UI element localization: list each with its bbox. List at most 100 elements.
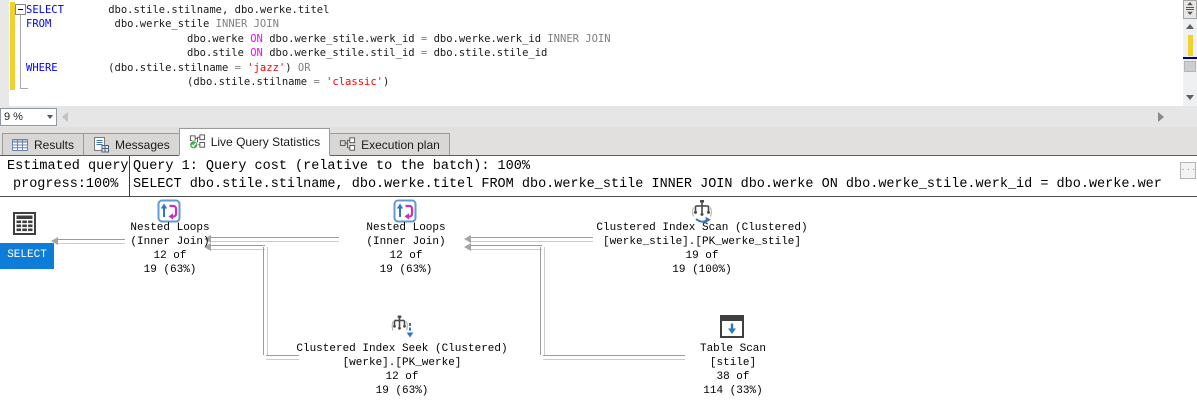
estimated-progress-line2: progress:100% xyxy=(13,177,119,192)
code-token: ) xyxy=(383,76,390,88)
plan-node-line: Nested Loops xyxy=(130,222,210,234)
plan-node-line: 19 (63%) xyxy=(379,264,433,276)
query-cost-block: Query 1: Query cost (relative to the bat… xyxy=(133,156,1177,196)
header-divider xyxy=(129,156,130,196)
nested-loops-icon[interactable] xyxy=(393,199,417,228)
code-token: INNER JOIN xyxy=(215,18,279,30)
plan-node-line: 19 of xyxy=(685,250,719,262)
plan-node-line: 12 of xyxy=(389,250,423,262)
code-token: dbo.stile.stilname, dbo.werke.titel xyxy=(63,4,330,16)
code-area[interactable]: SELECT dbo.stile.stilname, dbo.werke.tit… xyxy=(0,0,1181,106)
code-token: INNER JOIN xyxy=(547,33,611,45)
select-node-label[interactable]: SELECT xyxy=(0,243,54,269)
code-token: = xyxy=(313,76,320,88)
plan-arrowhead[interactable] xyxy=(51,237,58,245)
index-scan-icon[interactable] xyxy=(689,199,715,230)
tab-live-query-statistics[interactable]: Live Query Statistics xyxy=(178,128,331,156)
plan-arrowhead[interactable] xyxy=(464,235,471,243)
chevron-down-icon xyxy=(47,115,53,119)
result-grid-icon[interactable] xyxy=(13,212,37,241)
code-token: = xyxy=(420,33,428,45)
index-seek-icon[interactable] xyxy=(389,315,415,346)
plan-node-line: Clustered Index Seek (Clustered) xyxy=(296,343,508,355)
scrollbar-thumb[interactable] xyxy=(1184,61,1196,72)
plan-node-line: Nested Loops xyxy=(366,222,446,234)
plan-node-label[interactable]: Nested Loops (Inner Join) 12 of 19 (63%) xyxy=(281,221,531,277)
tab-label: Results xyxy=(34,137,75,152)
scrollbar-caret-marker xyxy=(1183,57,1197,59)
plan-arrowhead[interactable] xyxy=(464,243,471,251)
plan-node-line: 19 (63%) xyxy=(375,385,429,397)
scroll-left-arrow[interactable] xyxy=(62,112,68,122)
code-token: dbo.werke.werk_id xyxy=(427,33,548,45)
plan-connector[interactable] xyxy=(543,355,685,360)
results-icon xyxy=(12,137,29,153)
estimated-progress-line1: Estimated query xyxy=(7,159,129,174)
live-stats-icon xyxy=(188,134,206,150)
code-token: = xyxy=(234,62,241,74)
plan-node-line: 19 (63%) xyxy=(143,264,197,276)
execution-plan-canvas[interactable]: SELECT Nested Loops (Inner Join) 12 of 19 (… xyxy=(0,197,1197,418)
plan-node-line: (Inner Join) xyxy=(366,236,446,248)
code-line: (dbo.stile.stilname = 'classic') xyxy=(187,75,389,89)
tab-messages[interactable]: Messages xyxy=(83,133,180,155)
plan-node-line: 114 (33%) xyxy=(703,385,763,397)
code-token: FROM xyxy=(26,18,52,30)
code-token: dbo.stile.stile_id xyxy=(427,47,548,59)
scroll-up-arrow[interactable] xyxy=(1186,24,1194,29)
editor-horizontal-scrollbar[interactable]: 9 % xyxy=(0,106,1197,127)
plan-connector[interactable] xyxy=(540,247,545,355)
code-line: dbo.werke ON dbo.werke_stile.werk_id = d… xyxy=(187,32,611,46)
code-line: SELECT dbo.stile.stilname, dbo.werke.tit… xyxy=(26,3,329,17)
plan-node-label[interactable]: Clustered Index Seek (Clustered) [werke].… xyxy=(277,342,527,398)
plan-connector[interactable] xyxy=(58,239,125,244)
code-token: dbo.stile xyxy=(187,47,251,59)
execution-plan-icon xyxy=(339,136,356,153)
zoom-level-value: 9 % xyxy=(4,111,23,123)
nested-loops-icon[interactable] xyxy=(157,199,181,228)
plan-node-line: [werke].[PK_werke] xyxy=(342,357,462,369)
plan-connector[interactable] xyxy=(471,245,542,250)
editor-vertical-scrollbar[interactable] xyxy=(1183,0,1197,106)
expand-header-button[interactable]: ... xyxy=(1180,162,1196,179)
plan-node-label[interactable]: Clustered Index Scan (Clustered)[werke_s… xyxy=(577,221,827,277)
collapse-region-icon[interactable] xyxy=(15,4,26,15)
minus-glyph xyxy=(18,9,23,10)
plan-node-line: 19 (100%) xyxy=(672,264,732,276)
code-line: WHERE (dbo.stile.stilname = 'jazz') OR xyxy=(26,61,311,75)
sql-editor[interactable]: SELECT dbo.stile.stilname, dbo.werke.tit… xyxy=(0,0,1197,106)
plan-connector[interactable] xyxy=(211,245,265,250)
plan-connector[interactable] xyxy=(266,355,299,360)
plan-arrowhead[interactable] xyxy=(204,243,211,251)
plan-arrowhead[interactable] xyxy=(204,235,211,243)
code-token: (dbo.stile.stilname xyxy=(187,76,314,88)
plan-node-line: Table Scan xyxy=(699,343,766,355)
plan-connector[interactable] xyxy=(263,247,268,355)
tab-execution-plan[interactable]: Execution plan xyxy=(329,133,450,155)
scroll-down-arrow[interactable] xyxy=(1186,95,1194,100)
code-token: dbo.werke xyxy=(187,33,251,45)
scrollbar-change-marker xyxy=(1188,35,1193,56)
plan-node-line: [werke_stile].[PK_werke_stile] xyxy=(602,236,802,248)
code-token: dbo.werke_stile xyxy=(51,18,216,30)
table-scan-icon[interactable] xyxy=(720,315,744,343)
modified-lines-bar xyxy=(10,2,15,90)
tab-label: Execution plan xyxy=(361,137,440,152)
code-token: ON xyxy=(250,47,263,59)
scroll-right-arrow[interactable] xyxy=(1158,112,1164,122)
splitter-handle-icon[interactable] xyxy=(1183,0,1197,19)
plan-connector[interactable] xyxy=(471,237,593,242)
code-token: OR xyxy=(297,62,311,74)
tab-results[interactable]: Results xyxy=(2,133,85,155)
code-token: SELECT xyxy=(26,4,64,16)
tab-label: Messages xyxy=(115,137,170,152)
results-tab-strip: Results Messages Live Query Statistics Exec… xyxy=(0,127,1197,156)
plan-node-line: 12 of xyxy=(153,250,187,262)
editor-gutter xyxy=(0,0,9,106)
plan-connector[interactable] xyxy=(211,237,339,242)
code-token: 'classic' xyxy=(326,76,383,88)
editor-zoom-dropdown[interactable]: 9 % xyxy=(0,108,57,126)
plan-node-line: 12 of xyxy=(385,371,419,383)
